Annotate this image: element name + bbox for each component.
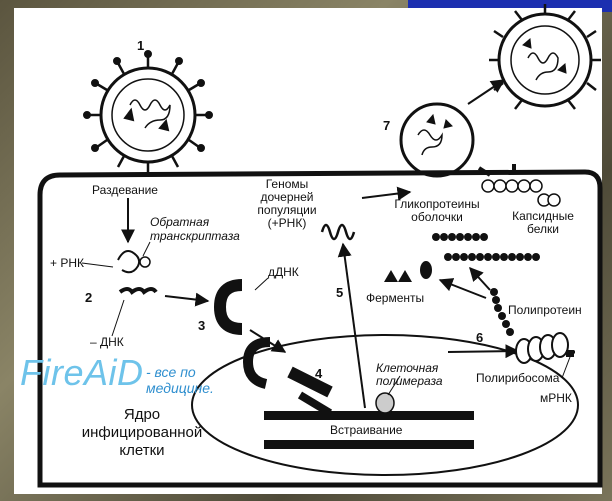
step-number-4: 4 — [315, 366, 322, 381]
label-nucleus-2: инфицированной — [62, 424, 222, 442]
label-enzymes: Ферменты — [366, 292, 424, 305]
virion-budding — [401, 104, 473, 176]
cell-polymerase-shape — [376, 393, 394, 413]
step-number-3: 3 — [198, 318, 205, 333]
watermark-line-1: - все по — [146, 364, 214, 380]
watermark-line-2: медицине. — [146, 380, 214, 396]
label-polyribosome: Полирибосома — [476, 372, 559, 385]
glycoprotein-chain — [432, 233, 540, 261]
label-daughter-genomes-4: (+РНК) — [252, 217, 322, 230]
daughter-genome — [322, 225, 354, 239]
label-minus-dna: – ДНК — [90, 336, 124, 349]
arrow-step-5 — [343, 244, 365, 408]
label-mrna: мРНК — [540, 392, 572, 405]
step-number-6: 6 — [476, 330, 483, 345]
step-number-5: 5 — [336, 285, 343, 300]
watermark-text: - все по медицине. — [146, 364, 214, 396]
arrow-step-6 — [448, 351, 518, 352]
arrow-enzymes — [440, 280, 486, 298]
polyribosome — [516, 333, 575, 363]
enzymes-shapes — [384, 261, 432, 282]
virion-entering — [84, 51, 212, 172]
label-ddna: дДНК — [268, 266, 299, 279]
watermark-logo: FireAiD — [20, 352, 144, 394]
mrna-end — [566, 350, 574, 357]
rna-dna-hybrid — [82, 242, 156, 336]
label-cell-polymerase-2: полимераза — [376, 375, 443, 388]
label-uncoating: Раздевание — [92, 184, 158, 197]
label-reverse-transcriptase-1: Обратная — [150, 216, 209, 229]
arrow-polyprotein — [470, 268, 490, 290]
step-number-7: 7 — [383, 118, 390, 133]
label-integration: Встраивание — [330, 424, 402, 437]
capsid-proteins — [482, 180, 560, 206]
label-reverse-transcriptase-2: транскриптаза — [150, 230, 240, 243]
label-polyprotein: Полипротеин — [508, 304, 582, 317]
ds-dna — [220, 285, 242, 329]
label-nucleus-1: Ядро — [62, 406, 222, 424]
label-capsid-proteins-2: белки — [505, 223, 581, 236]
arrow-release — [468, 80, 504, 104]
label-glycoproteins-2: оболочки — [392, 211, 482, 224]
label-nucleus-3: клетки — [62, 442, 222, 460]
step-number-1: 1 — [137, 38, 144, 53]
virion-released — [489, 4, 601, 109]
arrow-step-3 — [165, 296, 208, 301]
step-number-2: 2 — [85, 290, 92, 305]
label-plus-rna: + РНК — [50, 257, 84, 270]
